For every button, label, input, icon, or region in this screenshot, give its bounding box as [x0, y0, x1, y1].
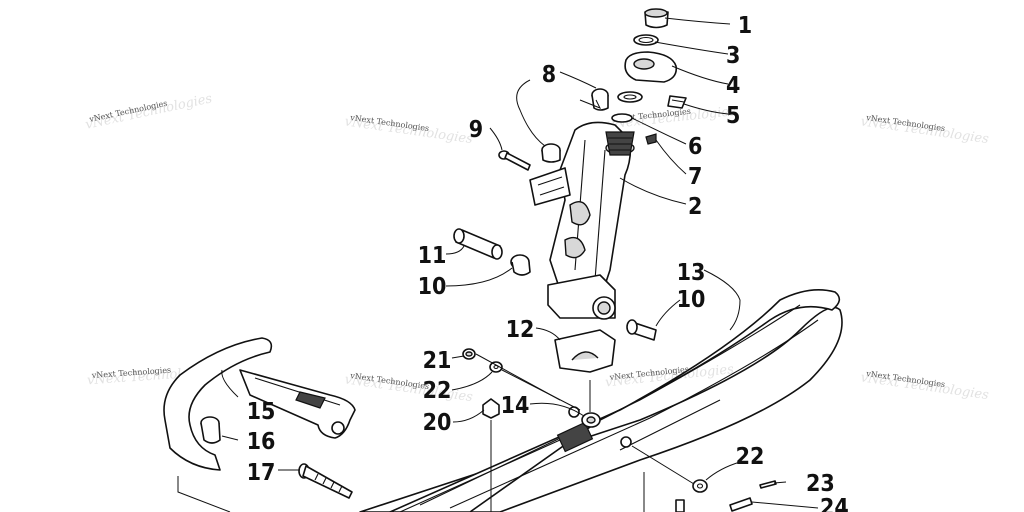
callout-11: 11	[418, 243, 447, 269]
callout-7: 7	[688, 164, 702, 190]
watermark-6: vNext Technologies vNext Technologies	[344, 371, 474, 405]
bumper-part-16	[200, 416, 221, 444]
callout-5: 5	[726, 103, 740, 129]
pin-part-23	[759, 480, 777, 489]
cap-part-1	[644, 8, 669, 29]
bushing-part-10a	[510, 254, 531, 276]
washer-part-22a	[489, 361, 503, 373]
callout-13: 13	[677, 260, 706, 286]
callout-10a: 10	[418, 274, 447, 300]
callouts: 1 3 4 5 6 7 2 8 9 11 10 13 10 12 21 22 2…	[247, 13, 849, 512]
watermark-8: vNext Technologies vNext Technologies	[860, 369, 990, 403]
callout-1: 1	[738, 13, 752, 39]
callout-17: 17	[247, 460, 276, 486]
callout-14: 14	[501, 393, 530, 419]
ring-part-3	[633, 34, 659, 46]
washer-part	[611, 91, 643, 123]
clamp-part-4	[624, 51, 678, 83]
callout-4: 4	[726, 73, 740, 99]
callout-6: 6	[688, 134, 702, 160]
ski-part-13	[359, 289, 843, 512]
watermark-2: vNext Technologies vNext Technologies	[344, 113, 474, 147]
bolt-part-5	[667, 95, 687, 109]
ski-hole	[620, 436, 632, 448]
bushing-part-8b	[541, 143, 561, 163]
callout-16: 16	[247, 429, 276, 455]
nut-part-20	[482, 398, 500, 419]
leader-lines	[177, 17, 819, 512]
sleeve-part-11	[453, 228, 503, 260]
block-part-12	[554, 329, 616, 373]
callout-12: 12	[506, 317, 535, 343]
bolt-part-17	[298, 463, 353, 499]
bushing-part-8a	[591, 88, 609, 111]
callout-20: 20	[423, 410, 452, 436]
callout-24: 24	[820, 495, 849, 512]
callout-10b: 10	[677, 287, 706, 313]
callout-15: 15	[247, 399, 276, 425]
callout-9: 9	[469, 117, 483, 143]
bushing-part-10b	[626, 319, 657, 341]
ski-handle-part-15	[163, 337, 356, 471]
callout-22a: 22	[423, 378, 452, 404]
washer-part-22b	[692, 479, 708, 493]
fitting-part-7	[645, 133, 657, 145]
bolt-part-9	[498, 150, 531, 171]
callout-23: 23	[806, 471, 835, 497]
callout-2: 2	[688, 194, 702, 220]
callout-3: 3	[726, 43, 740, 69]
bolt-part-24	[675, 497, 753, 512]
callout-22b: 22	[736, 444, 765, 470]
watermark-4: vNext Technologies vNext Technologies	[860, 113, 990, 147]
bracket-part	[529, 167, 571, 206]
callout-21: 21	[423, 348, 452, 374]
washer-part-14	[581, 412, 601, 428]
watermark-1: vNext Technologies vNext Technologies	[84, 91, 214, 133]
callout-8: 8	[542, 62, 556, 88]
nut-part-21	[462, 348, 476, 360]
spindle-part-2	[547, 121, 635, 320]
